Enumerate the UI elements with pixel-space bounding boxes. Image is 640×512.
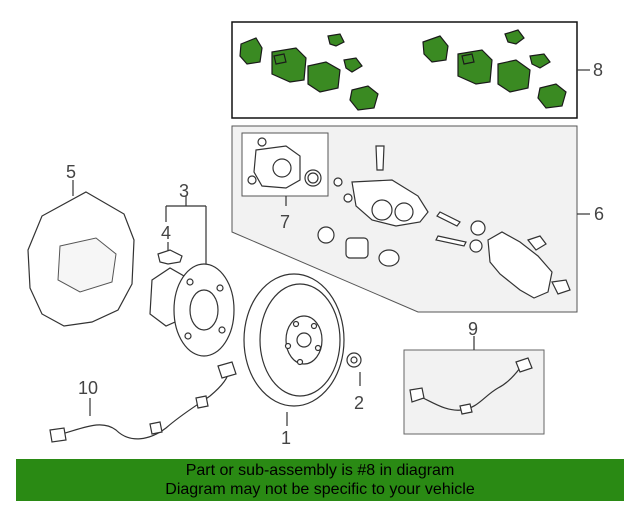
callout-1[interactable]: 1: [281, 428, 291, 448]
callout-7[interactable]: 7: [280, 212, 290, 232]
caliper-bracket[interactable]: [487, 231, 571, 299]
part-2-screw[interactable]: [346, 352, 362, 368]
callout-2[interactable]: 2: [354, 393, 364, 413]
callout-6[interactable]: 6: [594, 204, 604, 224]
callout-3[interactable]: 3: [179, 181, 189, 201]
part-9-speed-sensor-harness[interactable]: [409, 357, 533, 415]
part-5-splash-shield[interactable]: [27, 191, 135, 327]
caliper-assembly[interactable]: [317, 145, 486, 267]
part-8-pad-set[interactable]: [231, 21, 578, 119]
part-4-wheel-stud[interactable]: [157, 249, 183, 265]
info-banner: Part or sub-assembly is #8 in diagram Di…: [16, 459, 624, 501]
callout-10[interactable]: 10: [78, 378, 98, 398]
banner-line-1: Part or sub-assembly is #8 in diagram: [185, 462, 455, 479]
parts-diagram: 8 6 7 5: [27, 21, 604, 448]
callout-4[interactable]: 4: [161, 223, 171, 243]
banner-line-2: Diagram may not be specific to your vehi…: [165, 481, 475, 498]
part-3-hub-bearing[interactable]: [149, 263, 235, 357]
callout-9[interactable]: 9: [468, 319, 478, 339]
callout-5[interactable]: 5: [66, 162, 76, 182]
callout-8[interactable]: 8: [593, 60, 603, 80]
part-7-caliper-body[interactable]: [247, 137, 322, 189]
part-1-brake-rotor[interactable]: [243, 273, 345, 407]
part-10-sensor-wire[interactable]: [49, 361, 237, 443]
